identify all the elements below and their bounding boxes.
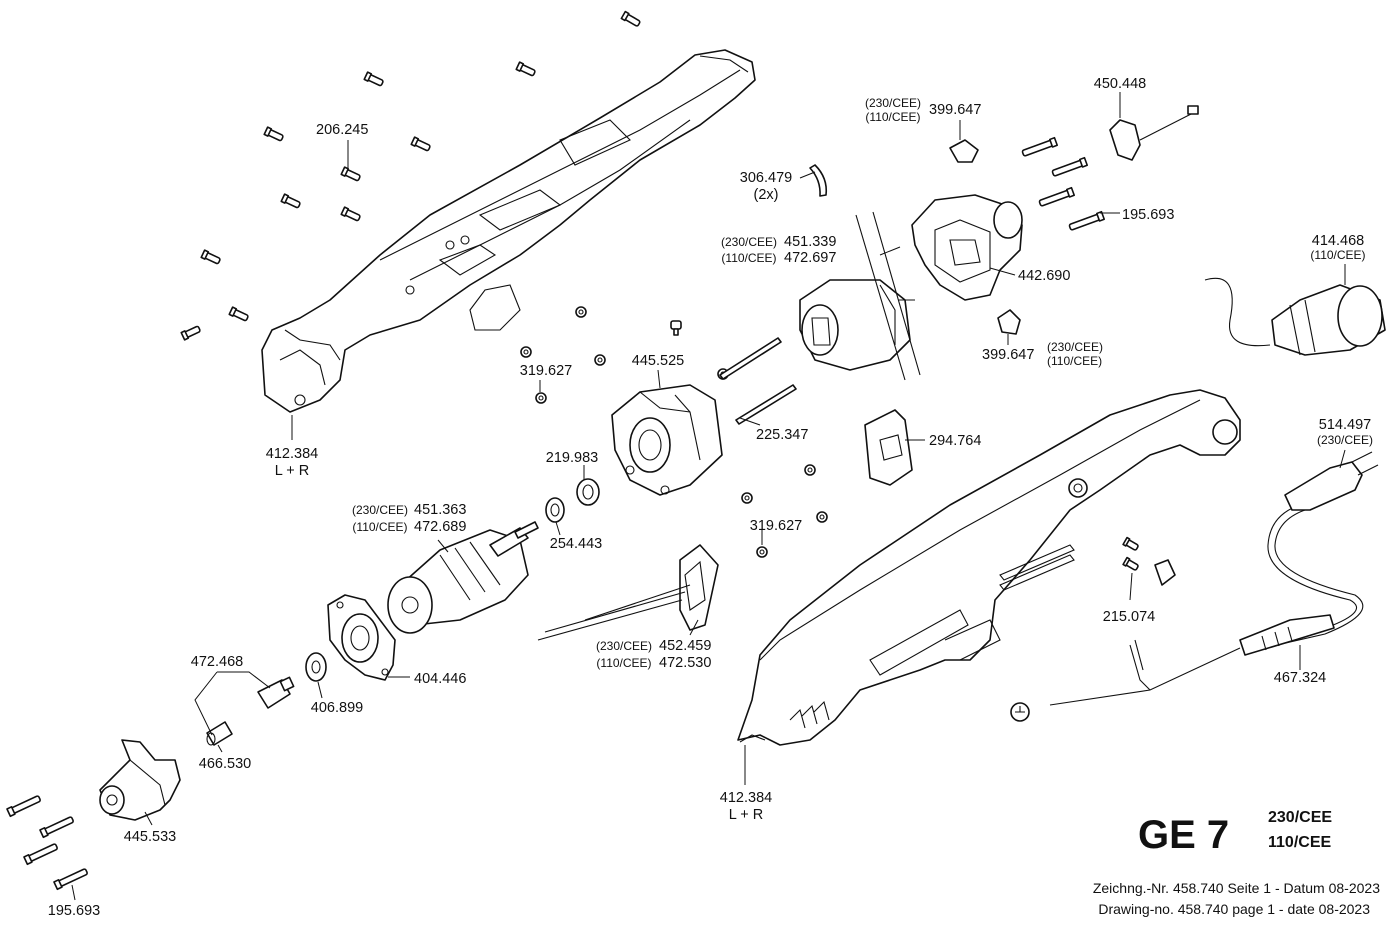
label-225347: 225.347 bbox=[756, 427, 808, 443]
label-472689-variant: (110/CEE) bbox=[352, 520, 407, 534]
label-404446: 404.446 bbox=[414, 671, 466, 687]
label-215074: 215.074 bbox=[1103, 609, 1155, 625]
label-442690: 442.690 bbox=[1018, 268, 1070, 284]
part-514497-plug bbox=[1284, 451, 1379, 511]
part-414468-cee-plug bbox=[1204, 277, 1386, 356]
part-399647-clip-upper bbox=[949, 139, 979, 163]
model-title: GE 7 bbox=[1138, 813, 1229, 857]
label-452459-variant: (230/CEE) bbox=[596, 639, 652, 653]
part-472468-sleeve bbox=[257, 676, 295, 709]
label-414468-variant: (110/CEE) bbox=[1310, 248, 1365, 262]
part-406899-washer bbox=[305, 652, 327, 682]
screw-set-195693-bottom bbox=[6, 795, 88, 891]
label-399647b-variant-230: (230/CEE) bbox=[1047, 340, 1103, 354]
part-254443-bearing bbox=[545, 497, 565, 523]
label-451339-variant: (230/CEE) bbox=[721, 235, 777, 249]
label-414468: 414.468 bbox=[1312, 233, 1364, 249]
screw-set-upper bbox=[180, 10, 641, 341]
variant-230: 230/CEE bbox=[1268, 809, 1332, 826]
title-block: GE 7 230/CEE 110/CEE Zeichng.-Nr. 458.74… bbox=[1093, 809, 1380, 917]
label-306479-qty: (2x) bbox=[754, 187, 779, 203]
label-412384-lower-lr: L + R bbox=[729, 807, 764, 823]
part-399647-clip-lower bbox=[997, 309, 1021, 335]
housing-half-lower bbox=[737, 389, 1241, 746]
label-399647a-variant-230: (230/CEE) bbox=[865, 96, 921, 110]
label-412384-upper-lr: L + R bbox=[275, 463, 310, 479]
label-467324: 467.324 bbox=[1274, 670, 1326, 686]
label-294764: 294.764 bbox=[929, 433, 981, 449]
label-412384-lower: 412.384 bbox=[720, 790, 772, 806]
label-406899: 406.899 bbox=[311, 700, 363, 716]
label-452459: 452.459 bbox=[659, 638, 711, 654]
label-472689: 472.689 bbox=[414, 519, 466, 535]
label-451363: 451.363 bbox=[414, 502, 466, 518]
variant-110: 110/CEE bbox=[1268, 834, 1331, 851]
label-472468: 472.468 bbox=[191, 654, 243, 670]
part-451363-armature bbox=[387, 521, 539, 634]
screw-set-195693-top bbox=[1021, 136, 1106, 231]
label-399647a: 399.647 bbox=[929, 102, 981, 118]
part-219983-bearing bbox=[576, 478, 600, 506]
label-219983: 219.983 bbox=[546, 450, 598, 466]
label-445533: 445.533 bbox=[124, 829, 176, 845]
label-514497: 514.497 bbox=[1319, 417, 1371, 433]
label-472697-variant: (110/CEE) bbox=[721, 251, 776, 265]
drawing-footer-en: Drawing-no. 458.740 page 1 - date 08-202… bbox=[1098, 901, 1370, 917]
label-445525: 445.525 bbox=[632, 353, 684, 369]
label-254443: 254.443 bbox=[550, 536, 602, 552]
leader-lines bbox=[71, 92, 1346, 901]
label-451339: 451.339 bbox=[784, 234, 836, 250]
label-514497-variant: (230/CEE) bbox=[1317, 433, 1373, 447]
part-442690-gear-housing bbox=[911, 194, 1023, 301]
housing-half-upper bbox=[261, 49, 756, 413]
rods-225347 bbox=[719, 337, 797, 425]
label-412384-upper: 412.384 bbox=[266, 446, 318, 462]
part-451339-stator bbox=[799, 211, 921, 381]
part-445525-bracket bbox=[611, 384, 723, 496]
label-466530: 466.530 bbox=[199, 756, 251, 772]
label-472530-variant: (110/CEE) bbox=[596, 656, 651, 670]
label-206245: 206.245 bbox=[316, 122, 368, 138]
part-450448-cable-clamp bbox=[1109, 105, 1199, 161]
label-399647a-variant-110: (110/CEE) bbox=[865, 110, 920, 124]
label-450448: 450.448 bbox=[1094, 76, 1146, 92]
part-215074-screws bbox=[1122, 536, 1176, 586]
part-404446-flange bbox=[327, 594, 396, 681]
part-294764-switch bbox=[864, 409, 913, 486]
label-195693-top: 195.693 bbox=[1122, 207, 1174, 223]
label-399647b: 399.647 bbox=[982, 347, 1034, 363]
label-306479: 306.479 bbox=[740, 170, 792, 186]
screw-small-a bbox=[670, 320, 682, 336]
label-319627-upper: 319.627 bbox=[520, 363, 572, 379]
part-445533-front-cap bbox=[99, 739, 181, 821]
part-452459-electronic bbox=[537, 544, 719, 641]
label-195693-bottom: 195.693 bbox=[48, 903, 100, 919]
part-467324-cable bbox=[1010, 504, 1364, 722]
drawing-footer-de: Zeichng.-Nr. 458.740 Seite 1 - Datum 08-… bbox=[1093, 880, 1380, 896]
label-472530: 472.530 bbox=[659, 655, 711, 671]
label-399647b-variant-110: (110/CEE) bbox=[1047, 354, 1102, 368]
part-labels: 206.245 412.384 L + R 306.479 (2x) (230/… bbox=[48, 76, 1373, 919]
label-319627-lower: 319.627 bbox=[750, 518, 802, 534]
part-306479-brush bbox=[809, 164, 828, 197]
label-472697: 472.697 bbox=[784, 250, 836, 266]
label-451363-variant: (230/CEE) bbox=[352, 503, 408, 517]
